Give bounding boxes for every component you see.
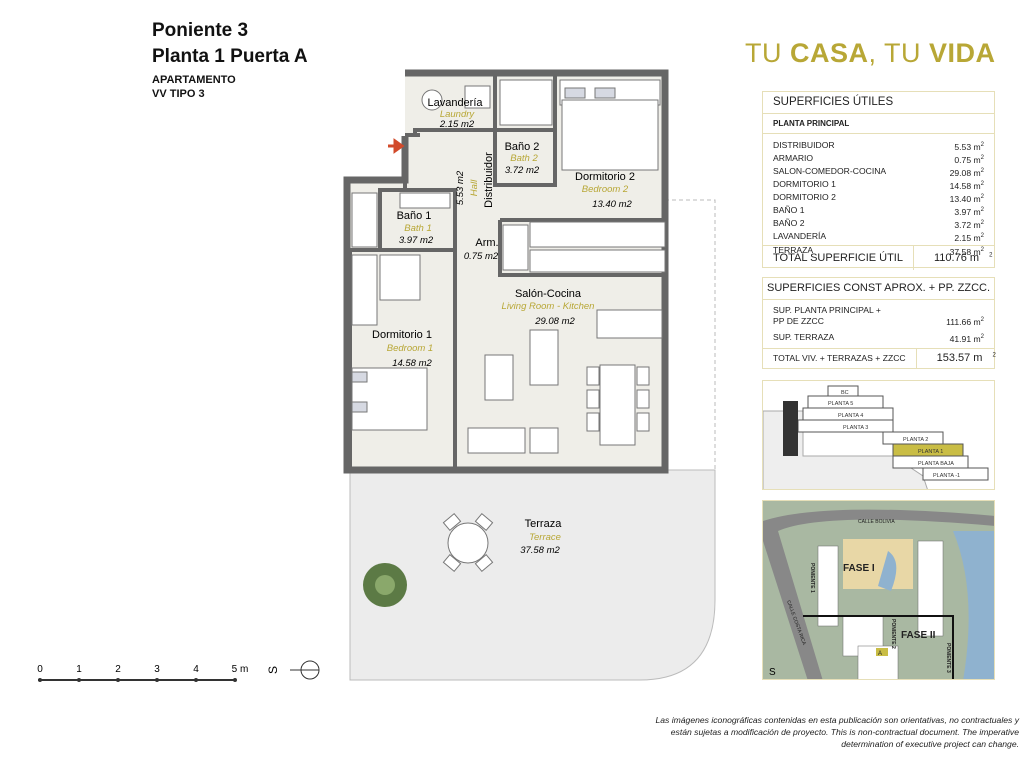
svg-text:S: S xyxy=(266,666,280,674)
north-label: S xyxy=(769,667,776,678)
svg-text:PLANTA BAJA: PLANTA BAJA xyxy=(918,461,954,467)
highlighted-unit-label: A xyxy=(878,651,882,657)
room-name: Baño 1 xyxy=(397,210,432,222)
floor-plan: Lavandería Laundry 2.15 m2 Baño 2 Bath 2… xyxy=(37,69,716,682)
title-building: Poniente 3 xyxy=(152,20,249,41)
room-name: Baño 2 xyxy=(505,141,540,153)
river xyxy=(953,531,994,679)
svg-text:PLANTA 3: PLANTA 3 xyxy=(843,425,868,431)
svg-text:Laundry: Laundry xyxy=(440,109,476,120)
block-label: PONIENTE 2 xyxy=(890,619,896,649)
svg-text:5.53 m2: 5.53 m2 xyxy=(455,170,466,205)
svg-text:3.72 m2: 3.72 m2 xyxy=(505,165,540,176)
svg-text:PLANTA 2: PLANTA 2 xyxy=(903,437,928,443)
table-title: SUPERFICIES ÚTILES xyxy=(763,92,994,114)
slogan: TU CASA, TU VIDA xyxy=(745,38,996,68)
svg-text:3.97 m2: 3.97 m2 xyxy=(399,235,434,246)
building-section: BC PLANTA 5 PLANTA 4 PLANTA 3 PLANTA 2 PLAN… xyxy=(762,380,995,490)
svg-text:14.58 m2: 14.58 m2 xyxy=(392,358,432,369)
room-name: Arm. xyxy=(475,237,498,249)
svg-text:37.58 m2: 37.58 m2 xyxy=(520,545,560,556)
room-labels: Lavandería Laundry 2.15 m2 Baño 2 Bath 2… xyxy=(372,97,635,556)
title-unit: Planta 1 Puerta A xyxy=(152,46,308,67)
useful-area-table: SUPERFICIES ÚTILES PLANTA PRINCIPAL DIST… xyxy=(762,91,995,270)
interior-walls xyxy=(348,73,665,470)
block-label: PONIENTE 1 xyxy=(809,563,815,593)
svg-text:2: 2 xyxy=(115,664,121,675)
phase-label: FASE I xyxy=(843,563,875,574)
block-label: PONIENTE 3 xyxy=(945,643,951,673)
svg-text:Terrace: Terrace xyxy=(529,532,561,543)
svg-text:0.75 m2: 0.75 m2 xyxy=(464,251,499,262)
room-name: Dormitorio 2 xyxy=(575,171,635,183)
entrance-arrow-icon xyxy=(388,138,405,154)
svg-text:13.40 m2: 13.40 m2 xyxy=(592,199,632,210)
svg-text:2.15 m2: 2.15 m2 xyxy=(439,119,475,130)
table-subtitle: PLANTA PRINCIPAL xyxy=(763,114,994,134)
svg-text:BC: BC xyxy=(841,390,849,396)
svg-text:1: 1 xyxy=(76,664,82,675)
svg-text:PLANTA 1: PLANTA 1 xyxy=(918,449,943,455)
plant-icon xyxy=(363,563,407,607)
phase-label: FASE II xyxy=(901,630,936,641)
room-name: Dormitorio 1 xyxy=(372,329,432,341)
terrace-area xyxy=(349,469,716,681)
north-arrow-icon: S xyxy=(266,660,320,680)
svg-text:PLANTA -1: PLANTA -1 xyxy=(933,473,960,479)
unit-subtype: VV TIPO 3 xyxy=(152,88,205,100)
table-title: SUPERFICIES CONST APROX. + PP. ZZCC. xyxy=(763,278,994,300)
svg-text:Bedroom 2: Bedroom 2 xyxy=(582,184,629,195)
svg-text:3: 3 xyxy=(154,664,160,675)
scale-bar: 0 1 2 3 4 5 m xyxy=(37,664,248,682)
highlighted-unit xyxy=(876,648,888,656)
room-name: Distribuidor xyxy=(483,152,495,208)
svg-text:Bath 1: Bath 1 xyxy=(404,223,431,234)
room-name: Terraza xyxy=(525,518,563,530)
unit-type: APARTAMENTO xyxy=(152,74,236,86)
svg-text:PLANTA 5: PLANTA 5 xyxy=(828,401,853,407)
street-label: CALLE BOLIVIA xyxy=(858,519,895,525)
svg-text:5 m: 5 m xyxy=(232,664,249,675)
fixtures xyxy=(351,79,666,573)
svg-text:Hall: Hall xyxy=(469,179,480,196)
built-area-table: SUPERFICIES CONST APROX. + PP. ZZCC. SUP… xyxy=(762,277,996,369)
room-name: Salón-Cocina xyxy=(515,288,582,300)
svg-text:Living Room - Kitchen: Living Room - Kitchen xyxy=(502,301,595,312)
svg-text:Bedroom 1: Bedroom 1 xyxy=(387,343,433,354)
room-name: Lavandería xyxy=(427,97,483,109)
disclaimer: Las imágenes iconográficas contenidas en… xyxy=(655,715,1019,749)
svg-text:4: 4 xyxy=(193,664,199,675)
svg-text:29.08 m2: 29.08 m2 xyxy=(534,316,575,327)
svg-text:PLANTA 4: PLANTA 4 xyxy=(838,413,863,419)
svg-text:0: 0 xyxy=(37,664,43,675)
site-map: CALLE BOLIVIA CALLE COSTA RICA FASE I FA… xyxy=(762,500,995,680)
svg-text:Bath 2: Bath 2 xyxy=(510,153,538,164)
